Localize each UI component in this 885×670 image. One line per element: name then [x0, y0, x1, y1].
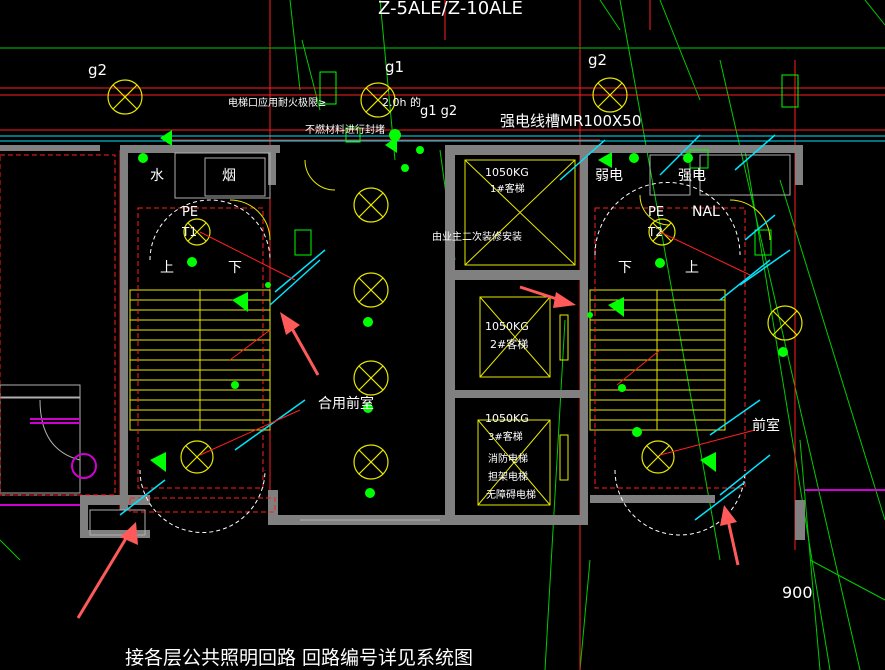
label-t1: T1	[181, 225, 197, 239]
elevator1-name: 1#客梯	[490, 182, 525, 195]
cable-tray-label: 强电线槽MR100X50	[500, 112, 641, 130]
dim-900: 900	[782, 583, 813, 602]
label-smoke: 烟	[222, 168, 236, 184]
elevator1-load: 1050KG	[485, 166, 529, 179]
bottom-note: 接各层公共照明回路 回路编号详见系统图	[125, 647, 473, 669]
shared-vestibule: 合用前室	[318, 395, 374, 412]
label-down-left: 下	[228, 260, 242, 276]
elevator2-load: 1050KG	[485, 320, 529, 333]
elevator2-name: 2#客梯	[490, 337, 528, 351]
cyan-wire-ticks	[119, 134, 791, 521]
label-g1-g2: g1 g2	[420, 104, 457, 119]
label-g2-left: g2	[88, 61, 107, 79]
label-up-right: 上	[685, 260, 699, 276]
elevator3-note3: 无障碍电梯	[486, 488, 536, 501]
cable-tray-lines	[0, 135, 885, 142]
door-swings	[139, 182, 746, 536]
label-up-left: 上	[160, 260, 174, 276]
green-markers	[138, 129, 788, 498]
light-fixtures	[107, 77, 803, 480]
arrow-1	[280, 312, 320, 376]
partition-outlines	[0, 152, 791, 536]
label-fire: 弱电	[595, 168, 623, 184]
toilet-fixture	[0, 418, 885, 506]
label-nal: NAL	[692, 204, 720, 220]
arrow-4	[720, 505, 740, 566]
fire-unit: 的	[410, 95, 421, 109]
owner-note: 由业主二次装修安装	[432, 230, 522, 243]
right-stair	[589, 289, 726, 431]
label-g2-right: g2	[588, 51, 607, 69]
label-pe-left: PE	[182, 205, 198, 220]
fire-value: 2.0h	[382, 96, 406, 109]
elevator3-name: 3#客梯	[488, 430, 523, 443]
door-arcs-yellow	[229, 159, 771, 241]
arrow-2	[519, 285, 576, 308]
dashed-outlines	[0, 154, 746, 513]
red-wire-runs	[199, 231, 756, 456]
wall-boxes	[294, 71, 799, 256]
label-down-right: 下	[618, 260, 632, 276]
top-header: Z-5ALE/Z-10ALE	[378, 0, 523, 19]
annotation-arrows	[76, 285, 740, 619]
arrow-3	[76, 522, 138, 619]
cad-text: Z-5ALE/Z-10ALE g2 g1 g2 g1 g2 电梯口应用耐火极限≥…	[88, 0, 813, 669]
label-power: 强电	[678, 168, 706, 184]
label-g1: g1	[385, 58, 404, 76]
wall-note: 不燃材料进行封堵	[305, 123, 385, 136]
label-pe-right: PE	[648, 205, 664, 220]
label-water: 水	[150, 168, 164, 184]
elevator3-note2: 担架电梯	[488, 470, 528, 483]
vestibule: 前室	[752, 417, 780, 434]
elevator3-note1: 消防电梯	[488, 452, 528, 465]
left-stair	[129, 289, 271, 431]
elevator3-load: 1050KG	[485, 412, 529, 425]
label-t2: T2	[647, 225, 663, 239]
elevator-cars	[464, 159, 576, 506]
fire-note: 电梯口应用耐火极限≥	[228, 96, 326, 109]
